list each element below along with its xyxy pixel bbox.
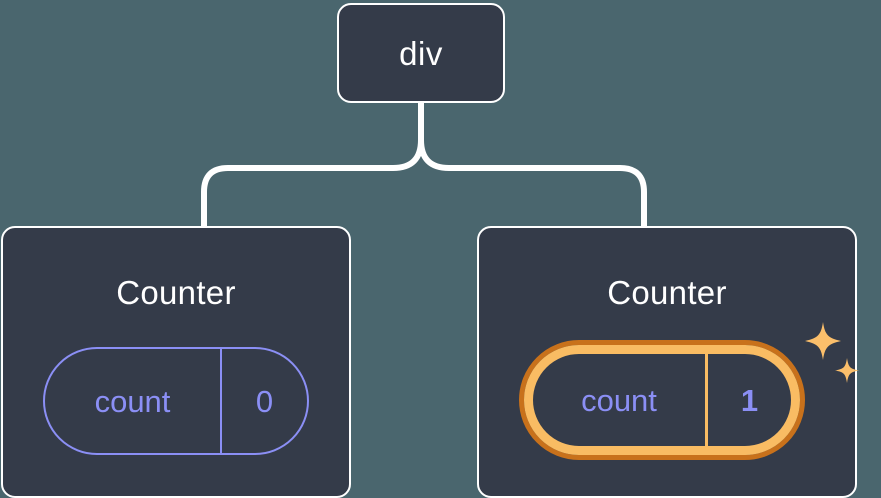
state-key-label: count bbox=[45, 349, 222, 453]
connector-path bbox=[201, 100, 647, 231]
sparkle-small-icon bbox=[835, 358, 859, 383]
sparkle-group bbox=[805, 322, 859, 383]
node-counter-right-label: Counter bbox=[607, 274, 727, 311]
state-pill-inner: count 1 bbox=[524, 345, 800, 455]
sparkle-large-icon bbox=[805, 322, 841, 360]
node-counter-left[interactable]: Counter count 0 bbox=[1, 226, 351, 498]
node-counter-left-label: Counter bbox=[116, 274, 236, 311]
node-div[interactable]: div bbox=[337, 3, 505, 103]
node-div-label: div bbox=[399, 34, 443, 72]
state-value-label: 1 bbox=[740, 382, 759, 418]
node-counter-right[interactable]: Counter count 1 bbox=[477, 226, 859, 498]
state-pill-count-left[interactable]: count 0 bbox=[43, 347, 309, 455]
state-value-label: 0 bbox=[255, 383, 274, 419]
state-pill-count-right[interactable]: count 1 bbox=[519, 340, 805, 460]
state-key-label: count bbox=[533, 354, 708, 446]
